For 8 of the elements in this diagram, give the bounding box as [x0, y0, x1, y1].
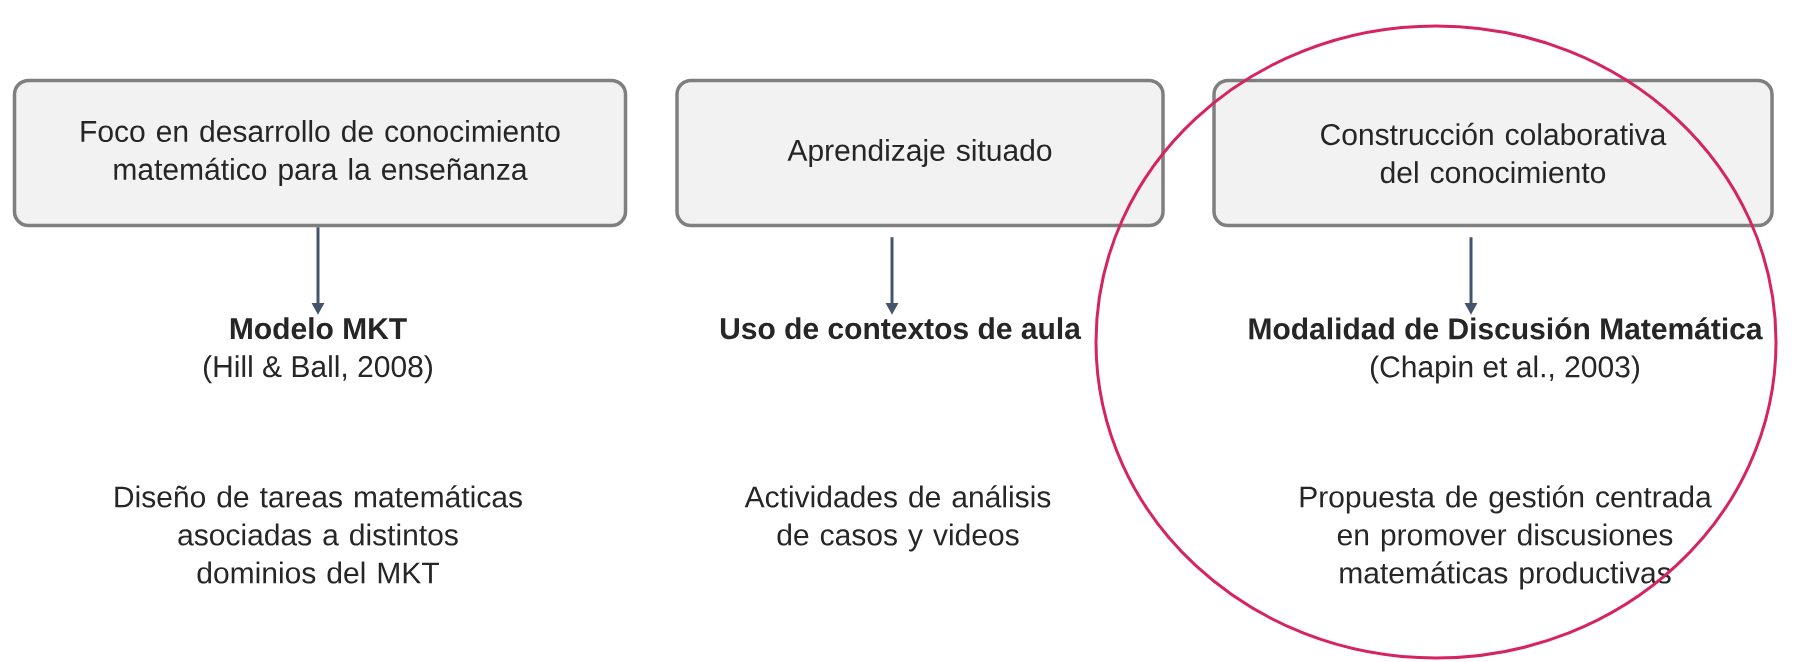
process-box: Foco en desarrollo de conocimiento matemático para la enseñanza: [12, 78, 628, 228]
heading-text: Modalidad de Discusión Matemática (Chapin et al., 2003): [1249, 317, 1763, 384]
description-text: Diseño de tareas matemáticas asociadas a distintos dominios del MKT: [115, 485, 522, 584]
description-text: Actividades de análisis de casos y videos: [744, 485, 1051, 552]
heading-text: Modelo MKT (Hill & Ball, 2008): [204, 317, 432, 384]
process-box: Construcción colaborativa del conocimiento: [1212, 78, 1774, 228]
process-box: Aprendizaje situado: [675, 78, 1165, 228]
heading-text: Uso de contextos de aula: [720, 317, 1082, 340]
